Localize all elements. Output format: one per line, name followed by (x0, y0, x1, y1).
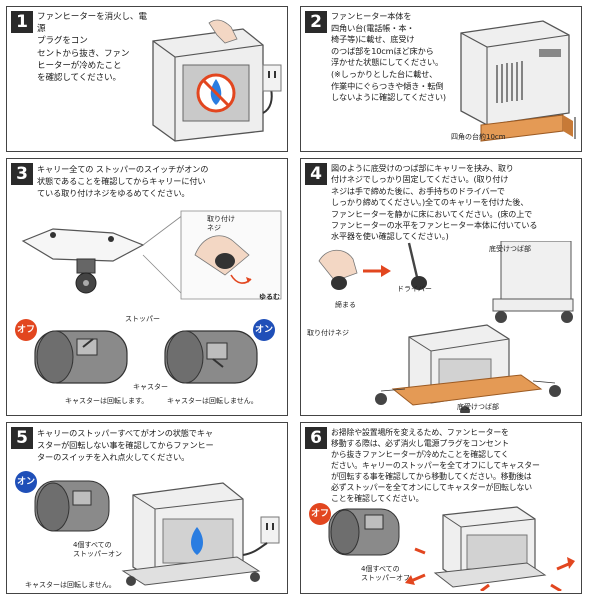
step-2-panel: 2 ファンヒーター本体を 四角い台(電話帳・本・ 椅子等)に載せ、底受け のつば… (300, 6, 582, 152)
step-5-panel: 5 キャリーのストッパーすべてがオンの状態でキャ スターが回転しない事を確認して… (6, 422, 288, 594)
flange-label-bottom: 底受けつば部 (457, 403, 499, 411)
screw-label: 取り付け ネジ (207, 215, 235, 232)
step-text: ファンヒーターを消火し、電源 プラグをコン セントから抜き、ファン ヒーターが冷… (37, 12, 147, 84)
loosen-label: ゆるむ (259, 293, 280, 301)
step-number: 1 (11, 11, 33, 33)
stand-height-caption: 四角の台約10cm (451, 133, 506, 141)
step-1-panel: 1 ファンヒーターを消火し、電源 プラグをコン セントから抜き、ファン ヒーター… (6, 6, 288, 152)
step-number: 4 (305, 163, 327, 185)
off-badge: オフ (309, 503, 331, 525)
step-3-panel: 3 キャリー全ての ストッパーのスイッチがオンの 状態であることを確認してからキ… (6, 158, 288, 416)
step-number: 3 (11, 163, 33, 185)
step-text: 図のように底受けのつば部にキャリーを挟み、取り 付けネジでしっかり固定してくださ… (331, 163, 538, 242)
step-number: 6 (305, 427, 327, 449)
driver-label: ドライバー (397, 285, 432, 293)
stopper-off-on-illustration (34, 330, 258, 384)
on-badge: オン (253, 319, 275, 341)
all-stoppers-on-label: 4個すべての ストッパーオン (73, 541, 122, 558)
flange-label-top: 底受けつば部 (489, 245, 531, 253)
heater-move-illustration (328, 506, 575, 591)
step-4-panel: 4 図のように底受けのつば部にキャリーを挟み、取り 付けネジでしっかり固定してく… (300, 158, 582, 416)
step-text: ファンヒーター本体を 四角い台(電話帳・本・ 椅子等)に載せ、底受け のつば部を… (331, 11, 446, 103)
caster-no-rotate-caption: キャスターは回転しません。 (25, 581, 116, 589)
on-badge: オン (15, 471, 37, 493)
step-number: 5 (11, 427, 33, 449)
instruction-sheet: 1 ファンヒーターを消火し、電源 プラグをコン セントから抜き、ファン ヒーター… (6, 6, 594, 594)
tighten-label: 締まる (335, 301, 356, 309)
caster-screw-illustration (21, 210, 282, 300)
caster-no-rotate-caption: キャスターは回転しません。 (167, 397, 258, 405)
step-text: お掃除や設置場所を変えるため、ファンヒーターを 移動する際は、必ず消火し電源プラ… (331, 428, 540, 503)
step-number: 2 (305, 11, 327, 33)
stopper-label: ストッパー (125, 315, 160, 323)
heater-on-stand-illustration (460, 20, 576, 142)
heater-unplug-illustration (152, 19, 282, 142)
step-text: キャリー全ての ストッパーのスイッチがオンの 状態であることを確認してからキャリ… (37, 164, 209, 199)
all-stoppers-off-label: 4個すべての ストッパーオフ (361, 565, 410, 582)
step-6-panel: 6 お掃除や設置場所を変えるため、ファンヒーターを 移動する際は、必ず消火し電源… (300, 422, 582, 594)
screw-label: 取り付けネジ (307, 329, 349, 337)
heater-ignite-illustration (34, 480, 280, 586)
off-badge: オフ (15, 319, 37, 341)
attach-carrier-illustration (318, 241, 574, 413)
caster-label: キャスター (133, 383, 168, 391)
caster-rotates-caption: キャスターは回転します。 (65, 397, 149, 405)
step-text: キャリーのストッパーすべてがオンの状態でキャ スターが回転しない事を確認してから… (37, 428, 214, 463)
